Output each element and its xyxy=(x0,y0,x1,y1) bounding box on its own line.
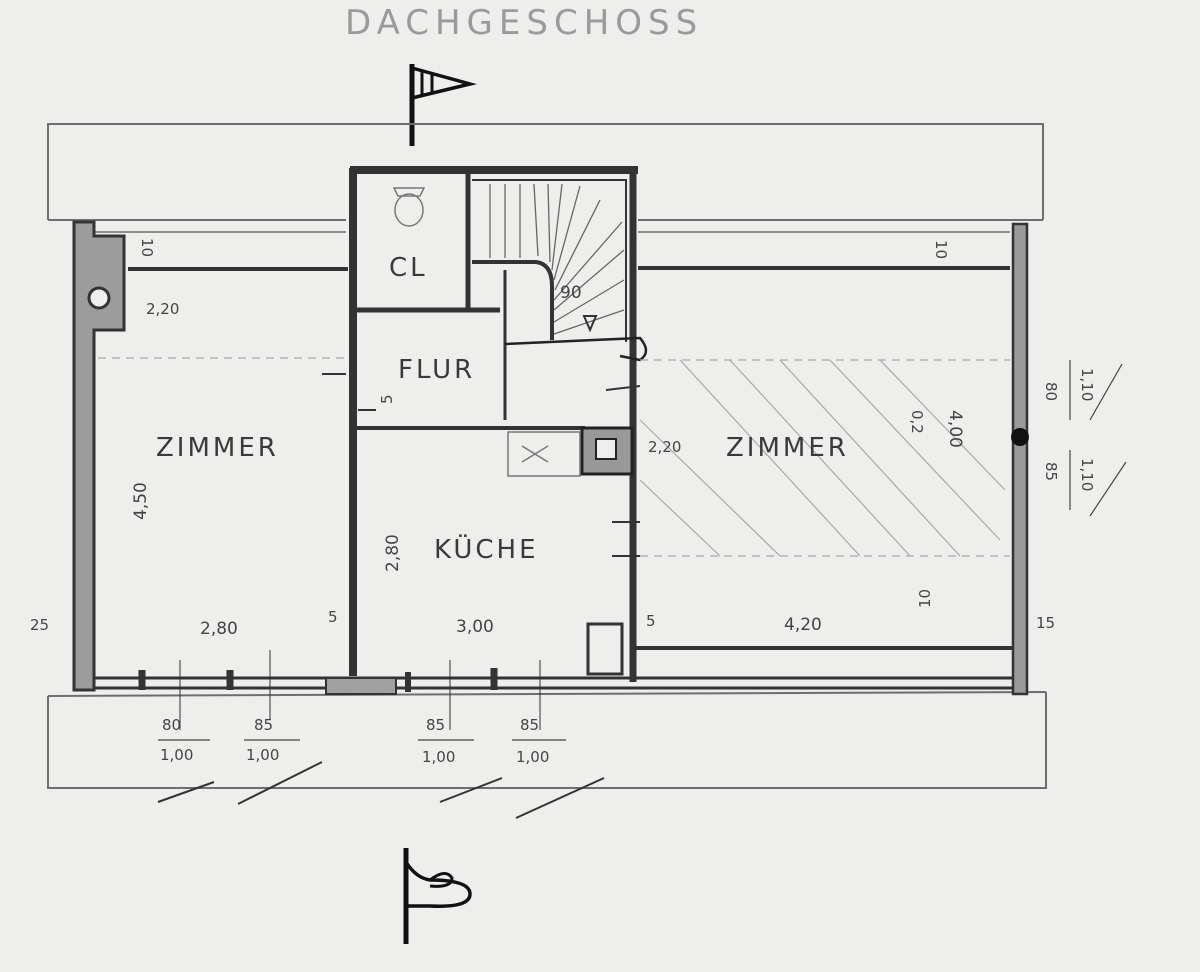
dim-flur-wall: 5 xyxy=(378,394,396,404)
dim-middle-width: 3,00 xyxy=(456,617,494,637)
window-1-width: 80 xyxy=(162,716,181,734)
room-label-zimmer-left: ZIMMER xyxy=(156,433,279,463)
dim-left-height: 4,50 xyxy=(131,482,151,520)
roof-eave-top xyxy=(47,123,1044,233)
dim-right-width: 4,20 xyxy=(784,615,822,635)
window-1-height: 1,00 xyxy=(160,746,193,764)
section-marker-a: A xyxy=(409,64,477,146)
section-marker-b-label: B xyxy=(436,899,437,901)
window-4-height: 1,00 xyxy=(516,748,549,766)
window-dims-bottom: 80 1,00 85 1,00 85 1,00 85 1,00 xyxy=(158,716,566,766)
right-wall-column xyxy=(1011,428,1029,446)
window-6-width: 85 xyxy=(1042,462,1060,481)
dim-flue-left: 2,20 xyxy=(146,300,179,318)
room-label-zimmer-right: ZIMMER xyxy=(726,433,849,463)
room-label-flur: FLUR xyxy=(398,355,475,385)
window-3-height: 1,00 xyxy=(422,748,455,766)
kitchen-chimney xyxy=(580,426,634,476)
dim-wall-left-inner: 5 xyxy=(328,608,338,626)
window-5-width: 80 xyxy=(1042,382,1060,401)
room-label-kuche: KÜCHE xyxy=(434,533,539,565)
roof-slope-hatch xyxy=(98,357,1010,557)
toilet xyxy=(392,187,426,227)
dim-kitchen-height: 2,80 xyxy=(383,534,403,572)
right-exterior-wall xyxy=(1011,222,1029,696)
section-marker-b: B xyxy=(403,848,472,944)
dim-right-wall-top: 10 xyxy=(916,589,934,608)
dim-wall-left: 25 xyxy=(30,616,49,634)
dim-wall-mid-inner: 5 xyxy=(646,612,656,630)
interior-walls xyxy=(94,166,1012,690)
window-2-width: 85 xyxy=(254,716,273,734)
window-5-height: 1,10 xyxy=(1078,368,1096,401)
dim-wall-right: 15 xyxy=(1036,614,1055,632)
dim-left-width: 2,80 xyxy=(200,619,238,639)
door-and-window-marks xyxy=(138,373,641,819)
dim-wall-top-right: 10 xyxy=(932,240,950,259)
window-3-width: 85 xyxy=(426,716,445,734)
dim-flue-right: 2,20 xyxy=(648,438,681,456)
window-6-height: 1,10 xyxy=(1078,458,1096,491)
kitchen-range xyxy=(507,431,581,477)
stair-width-label: 90 xyxy=(560,283,582,303)
dim-right-height: 4,00 xyxy=(945,410,965,448)
window-2-height: 1,00 xyxy=(246,746,279,764)
roof-eave-bottom xyxy=(47,691,1047,789)
dim-wall-top-left: 10 xyxy=(138,238,156,257)
window-4-width: 85 xyxy=(520,716,539,734)
left-exterior-wall xyxy=(72,220,126,692)
room-label-cl: CL xyxy=(389,253,428,283)
window-dims-right: 80 1,10 85 1,10 xyxy=(1042,360,1127,517)
chimney-flue-left xyxy=(87,286,111,310)
dim-right-inner: 0,2 xyxy=(908,410,926,434)
staircase xyxy=(489,183,648,362)
sheet-title: DACHGESCHOSS xyxy=(345,3,703,43)
